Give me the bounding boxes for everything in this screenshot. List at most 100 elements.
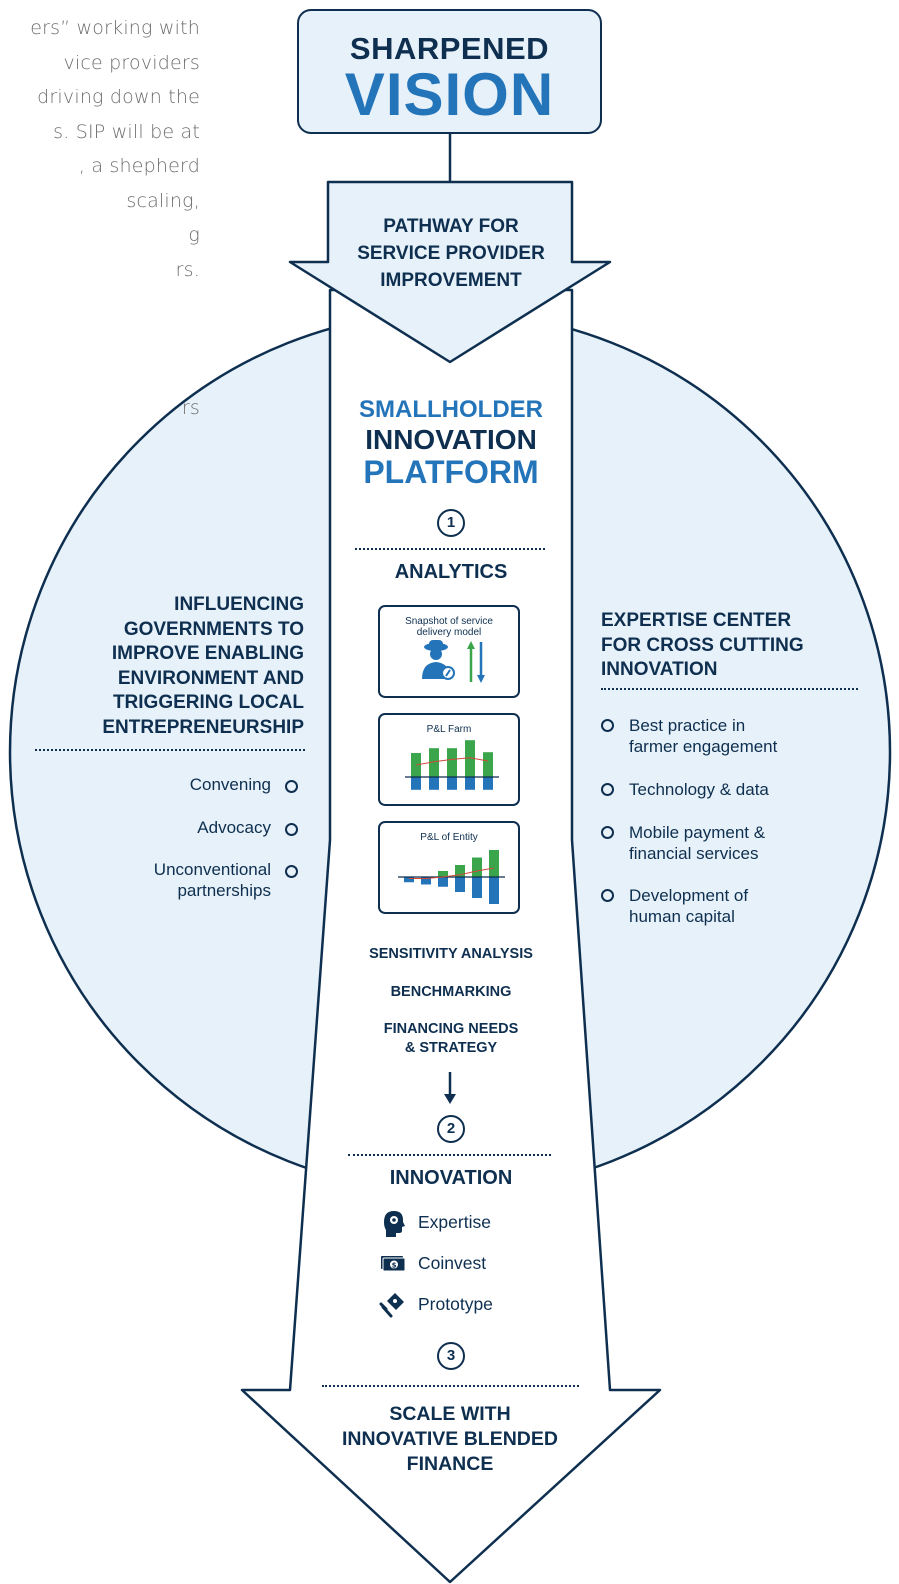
bullet-ring-icon bbox=[285, 823, 298, 836]
platform-title: SMALLHOLDER INNOVATION PLATFORM bbox=[330, 395, 572, 489]
divider bbox=[35, 749, 305, 751]
right-heading-line: INNOVATION bbox=[601, 659, 718, 680]
right-item-line: financial services bbox=[629, 844, 759, 863]
step-3-number: 3 bbox=[437, 1342, 465, 1370]
right-item-line: farmer engagement bbox=[629, 737, 778, 756]
intro-line: , a shepherd bbox=[78, 155, 200, 177]
trend-line bbox=[415, 757, 489, 766]
step-1-number: 1 bbox=[437, 509, 465, 537]
left-item-partnerships: partnerships bbox=[177, 881, 271, 900]
positive-bar bbox=[465, 740, 475, 777]
head-gear-icon bbox=[384, 1211, 405, 1237]
left-panel-heading: INFLUENCING GOVERNMENTS TO IMPROVE ENABL… bbox=[30, 593, 304, 740]
platform-line-3: PLATFORM bbox=[363, 454, 539, 490]
intro-line: rs. bbox=[175, 258, 200, 281]
sensitivity-analysis: SENSITIVITY ANALYSIS bbox=[369, 946, 533, 962]
scale-line: FINANCE bbox=[406, 1453, 494, 1475]
innovation-label: Prototype bbox=[418, 1294, 493, 1314]
divider bbox=[355, 548, 545, 550]
bullet-ring-icon bbox=[601, 783, 614, 796]
left-heading-line: INFLUENCING bbox=[174, 594, 304, 615]
bullet-ring-icon bbox=[601, 719, 614, 732]
svg-text:$: $ bbox=[392, 1262, 397, 1270]
analytics-title: ANALYTICS bbox=[394, 561, 508, 583]
pathway-line: SERVICE PROVIDER bbox=[357, 243, 545, 264]
left-heading-line: ENTREPRENEURSHIP bbox=[102, 716, 304, 738]
negative-bar bbox=[455, 877, 465, 892]
step-2-number: 2 bbox=[437, 1115, 465, 1143]
innovation-label: Coinvest bbox=[418, 1253, 487, 1273]
intro-line: s. SIP will be at bbox=[53, 120, 200, 143]
right-heading-line: FOR CROSS CUTTING bbox=[601, 634, 804, 656]
left-item-unconventional: Unconventional bbox=[153, 860, 271, 879]
pathway-label: PATHWAY FOR SERVICE PROVIDER IMPROVEMENT bbox=[330, 213, 572, 294]
vision-line-2: VISION bbox=[344, 61, 555, 128]
bullet-ring-icon bbox=[285, 865, 298, 878]
negative-bar bbox=[429, 777, 439, 790]
benchmarking: BENCHMARKING bbox=[390, 984, 512, 1000]
divider bbox=[348, 1154, 551, 1156]
farmer-icon bbox=[422, 640, 485, 683]
right-heading-line: EXPERTISE CENTER bbox=[601, 610, 792, 631]
bullet-ring-icon bbox=[601, 889, 614, 902]
pathway-line: IMPROVEMENT bbox=[380, 270, 522, 291]
bullet-ring-icon bbox=[285, 780, 298, 793]
right-item-line: Best practice in bbox=[629, 716, 746, 735]
positive-bar bbox=[455, 865, 465, 877]
platform-line-1: SMALLHOLDER bbox=[359, 396, 543, 423]
intro-line bbox=[0, 287, 200, 322]
strategy: & STRATEGY bbox=[404, 1040, 498, 1056]
negative-bar bbox=[489, 877, 499, 904]
pl-entity-chart bbox=[398, 850, 505, 904]
pl-farm-chart bbox=[405, 740, 499, 790]
pathway-line: PATHWAY FOR bbox=[383, 216, 519, 237]
intro-line bbox=[0, 322, 200, 357]
intro-line: scaling, bbox=[126, 189, 200, 212]
innovation-title: INNOVATION bbox=[389, 1167, 513, 1189]
pl-entity-card: P&L of Entity bbox=[378, 821, 520, 914]
positive-bar bbox=[447, 748, 457, 777]
right-item-line: Development of bbox=[629, 886, 749, 905]
platform-line-2: INNOVATION bbox=[365, 424, 537, 455]
positive-bar bbox=[429, 748, 439, 777]
negative-bar bbox=[465, 777, 475, 790]
right-panel-heading: EXPERTISE CENTER FOR CROSS CUTTING INNOV… bbox=[601, 609, 861, 683]
vision-line-1: SHARPENED bbox=[349, 31, 550, 66]
intro-line: g bbox=[188, 224, 200, 246]
bullet-ring-icon bbox=[601, 826, 614, 839]
right-item-line: human capital bbox=[629, 907, 735, 926]
left-heading-line: ENVIRONMENT AND bbox=[117, 667, 304, 689]
positive-bar bbox=[438, 871, 448, 877]
intro-line: rs bbox=[181, 396, 200, 419]
right-item-line: Technology & data bbox=[629, 780, 769, 799]
money-icon: $ bbox=[381, 1256, 406, 1272]
innovation-label: Expertise bbox=[418, 1212, 491, 1232]
negative-bar bbox=[411, 777, 421, 790]
down-arrow-head bbox=[444, 1094, 456, 1104]
card-title: Snapshot of service bbox=[405, 616, 493, 627]
negative-bar bbox=[472, 877, 482, 898]
positive-bar bbox=[483, 752, 493, 777]
card-title: delivery model bbox=[416, 627, 482, 638]
negative-bar bbox=[447, 777, 457, 790]
scale-label: SCALE WITH INNOVATIVE BLENDED FINANCE bbox=[312, 1402, 588, 1477]
prototype-icon bbox=[379, 1293, 404, 1318]
positive-bar bbox=[472, 857, 482, 877]
snapshot-card: Snapshot of service delivery model bbox=[378, 605, 520, 698]
intro-text-fragment: ers” working with vice providers driving… bbox=[0, 11, 200, 425]
negative-bar bbox=[421, 877, 431, 885]
pathway-arrow bbox=[288, 180, 612, 364]
pl-farm-card: P&L Farm bbox=[378, 713, 520, 806]
card-title: P&L of Entity bbox=[420, 832, 478, 843]
right-item-line: Mobile payment & bbox=[629, 823, 766, 842]
intro-line bbox=[0, 356, 200, 391]
financing-needs: FINANCING NEEDS bbox=[383, 1021, 519, 1037]
left-item-convening: Convening bbox=[189, 775, 271, 794]
negative-bar bbox=[404, 877, 414, 883]
left-heading-line: TRIGGERING LOCAL bbox=[112, 692, 304, 713]
intro-line: driving down the bbox=[37, 86, 200, 108]
intro-line: ers” working with bbox=[30, 17, 200, 39]
trend-line bbox=[409, 867, 495, 879]
positive-bar bbox=[489, 850, 499, 877]
scale-line: INNOVATIVE BLENDED bbox=[342, 1428, 558, 1450]
